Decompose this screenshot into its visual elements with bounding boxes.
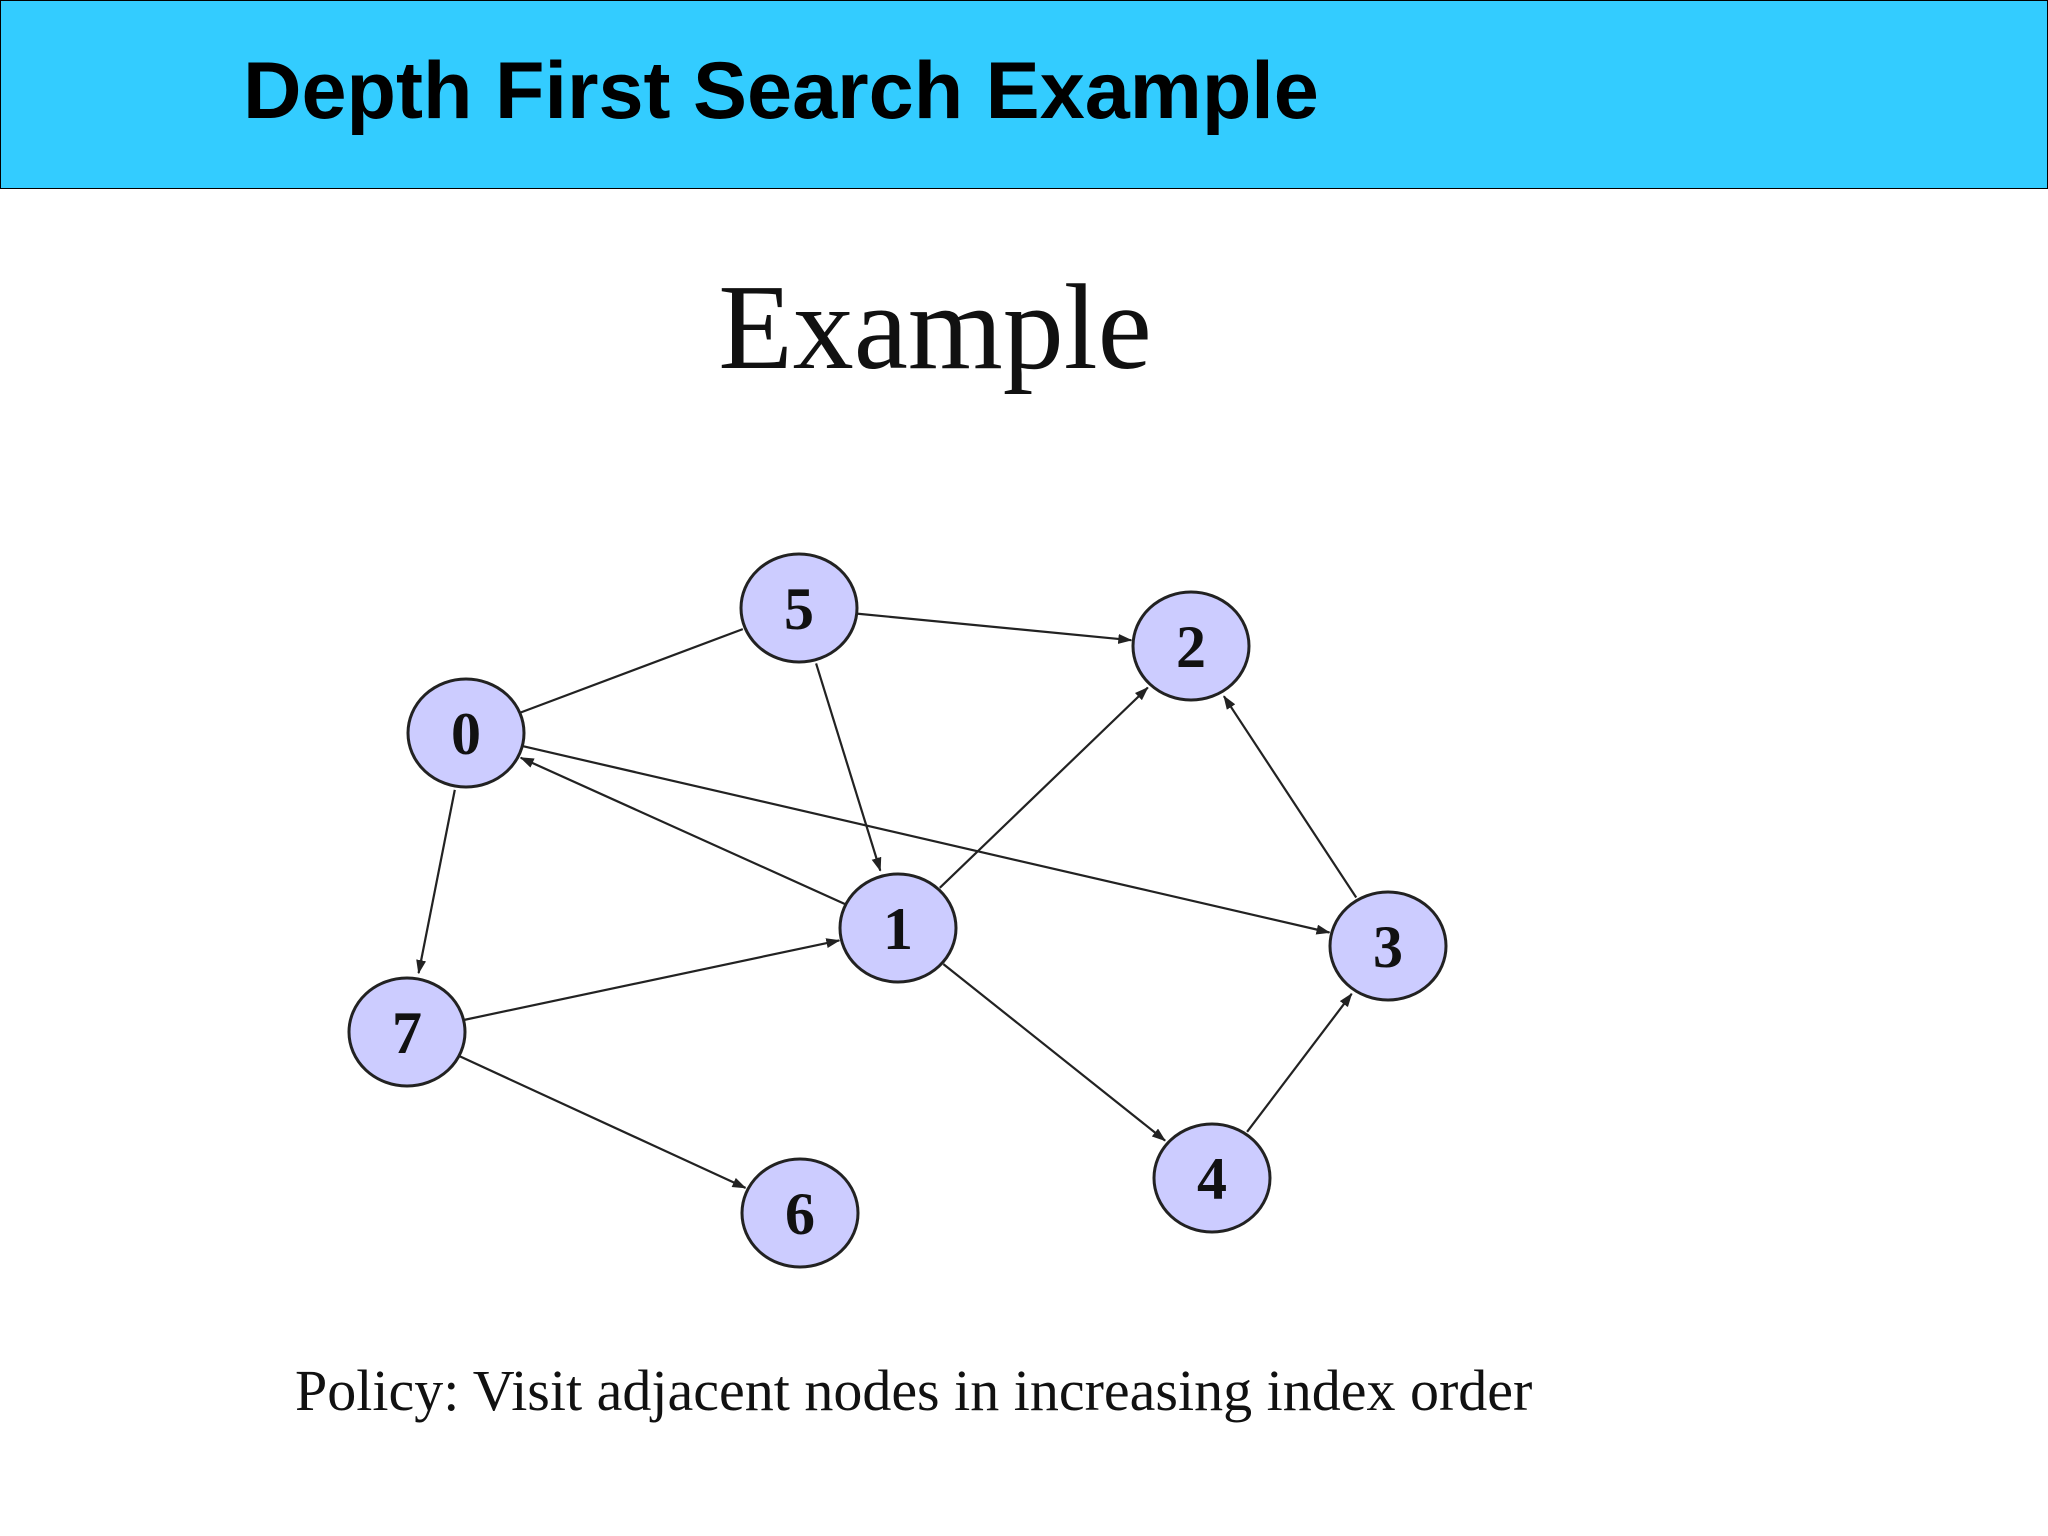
edge-1-to-0	[519, 756, 846, 906]
edge-3-to-2	[1222, 695, 1358, 899]
edge-5-to-1	[815, 663, 882, 872]
node-label-6: 6	[785, 1181, 815, 1247]
policy-caption: Policy: Visit adjacent nodes in increasi…	[295, 1358, 1532, 1423]
node-2: 2	[1131, 590, 1251, 702]
node-circle-3	[1328, 890, 1448, 1002]
node-3: 3	[1328, 890, 1448, 1002]
node-label-7: 7	[392, 1000, 422, 1066]
edges-layer	[416, 612, 1358, 1189]
title-bar: Depth First Search Example	[0, 0, 2048, 189]
edge-0-to-3	[522, 745, 1331, 935]
edge-5-to-2	[856, 612, 1133, 644]
node-circle-2	[1131, 590, 1251, 702]
node-circle-6	[740, 1157, 860, 1269]
node-circle-0	[406, 677, 526, 789]
edge-4-to-3	[1246, 993, 1353, 1133]
node-label-5: 5	[784, 576, 814, 642]
slide-title: Depth First Search Example	[243, 46, 1319, 136]
node-label-3: 3	[1373, 914, 1403, 980]
node-circle-5	[739, 552, 859, 664]
node-label-4: 4	[1197, 1146, 1227, 1212]
node-circle-7	[347, 976, 467, 1088]
node-label-2: 2	[1176, 614, 1206, 680]
node-4: 4	[1152, 1122, 1272, 1234]
edge-0-to-7	[416, 789, 456, 975]
node-circle-1	[838, 872, 958, 984]
nodes-layer: 0 1 2 3 4 5 6 7	[347, 552, 1448, 1269]
diagram-heading: Example	[718, 260, 1152, 395]
node-7: 7	[347, 976, 467, 1088]
node-1: 1	[838, 872, 958, 984]
node-label-1: 1	[883, 896, 913, 962]
edge-0-to-5	[519, 628, 744, 714]
node-circle-4	[1152, 1122, 1272, 1234]
edge-1-to-4	[942, 963, 1166, 1142]
node-6: 6	[740, 1157, 860, 1269]
edge-7-to-1	[463, 938, 841, 1022]
node-0: 0	[406, 677, 526, 789]
edge-7-to-6	[459, 1055, 747, 1189]
node-label-0: 0	[451, 701, 481, 767]
edge-1-to-2	[939, 686, 1149, 889]
node-5: 5	[739, 552, 859, 664]
